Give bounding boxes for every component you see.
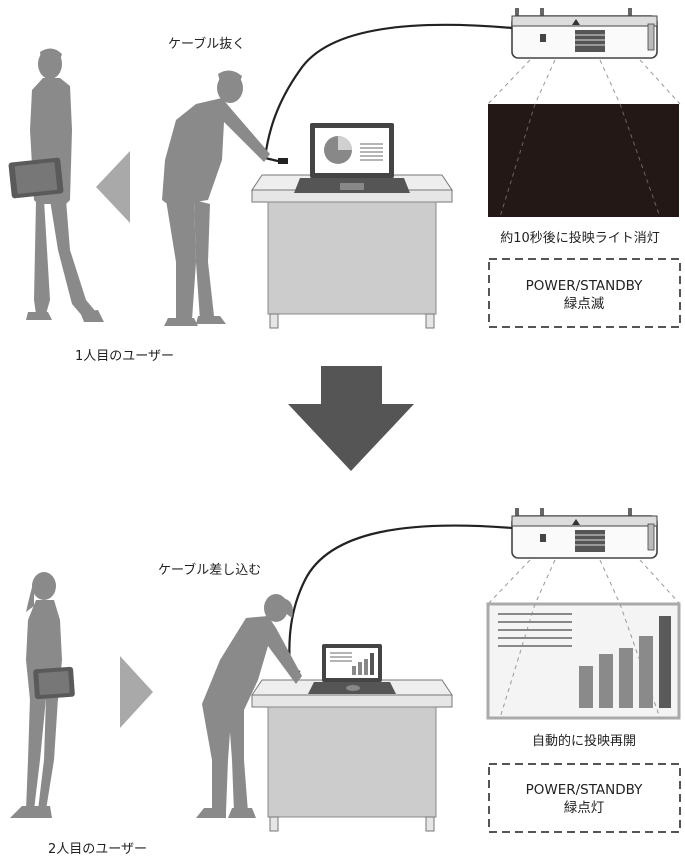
tablet-icon	[8, 157, 64, 199]
down-arrow-icon	[288, 366, 414, 471]
scene-2: ケーブル差し込む 自動的に投映再開 2人目のユーザー POWER/STANDBY…	[10, 508, 681, 857]
scene-1: ケーブル抜く 約10秒後に投映ライト消灯 1人目のユーザー POWER/STAN…	[8, 8, 681, 364]
scene2-action-label: ケーブル差し込む	[158, 562, 261, 578]
projection-beam-2	[487, 559, 681, 605]
status-box-1-line1: POWER/STANDBY	[526, 278, 644, 294]
arrow-right-icon	[120, 656, 153, 728]
desk-2	[251, 679, 453, 832]
status-box-2-line1: POWER/STANDBY	[526, 782, 644, 798]
user-1-bending-silhouette	[162, 70, 270, 326]
projector-2	[511, 508, 658, 559]
screen-bar-chart	[579, 616, 671, 708]
arrow-left-icon	[96, 151, 130, 223]
projector-1	[511, 8, 658, 59]
cable-2	[288, 524, 513, 674]
scene2-projection-caption: 自動的に投映再開	[532, 733, 636, 749]
desk-1	[251, 174, 453, 329]
status-box-2-line2: 緑点灯	[564, 800, 605, 816]
status-box-1	[488, 258, 681, 328]
laptop-1	[294, 123, 410, 193]
scene2-user-label: 2人目のユーザー	[48, 842, 147, 857]
scene1-action-label: ケーブル抜く	[168, 36, 245, 52]
laptop-2	[308, 644, 396, 694]
status-box-2	[488, 763, 681, 833]
scene1-user-label: 1人目のユーザー	[75, 349, 174, 364]
user-2-bending-silhouette	[196, 594, 302, 818]
cable-1	[263, 23, 513, 164]
projection-screen-off	[488, 104, 679, 217]
status-box-1-line2: 緑点滅	[564, 296, 605, 312]
tablet-icon-2	[33, 666, 75, 700]
scene1-projection-caption: 約10秒後に投映ライト消灯	[500, 230, 660, 246]
